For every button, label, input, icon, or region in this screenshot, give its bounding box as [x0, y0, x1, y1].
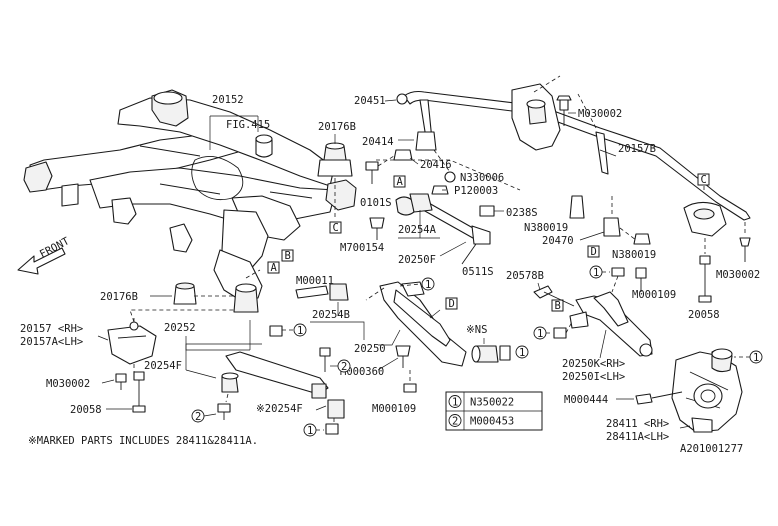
legend-part-1: N350022 [470, 397, 514, 409]
label-20414: 20414 [362, 136, 394, 148]
label-20157a-lh: 20157A<LH> [20, 336, 83, 348]
callout-c-left [329, 221, 342, 234]
part-20157b-trailing-link-bracket: M030002 20157B C M030002 20058 [511, 75, 760, 321]
svg-text:1: 1 [593, 267, 599, 279]
legend-circle-2 [448, 414, 462, 427]
legend-table: 1 N350022 2 M000453 [445, 391, 543, 431]
part-20157-bracket: 20157 <RH> 20157A<LH> M030002 20058 [20, 318, 157, 416]
svg-text:A: A [397, 176, 404, 188]
label-fig415: FIG.415 [226, 119, 270, 131]
part-ns-bushing: ※NS 1 [466, 324, 529, 363]
legend-part-2: M000453 [470, 416, 514, 428]
label-m000109-right: M000109 [632, 289, 676, 301]
label-20578b: 20578B [506, 270, 544, 282]
callout-d-upper [587, 245, 600, 258]
label-20254b: 20254B [312, 309, 350, 321]
label-p120003: P120003 [454, 185, 498, 197]
label-0511s: 0511S [462, 266, 494, 278]
label-20250f: 20250F [398, 254, 436, 266]
front-direction-arrow: FRONT [17, 235, 72, 275]
label-20176b-left: 20176B [100, 291, 138, 303]
label-0238s: 0238S [506, 207, 538, 219]
part-20451-stabilizer-bar: 20451 [354, 90, 751, 221]
svg-text:1: 1 [307, 425, 313, 437]
svg-text:1: 1 [537, 328, 543, 340]
part-20470-stabilizer-link: N380019 20470 D N380019 [524, 195, 656, 261]
part-20254a-lateral-link: A 0238S 0511S M700154 20254A 20250F [340, 175, 538, 278]
figure-id: A201001277 [680, 443, 743, 455]
part-20250k-upper-arm: B 20578B 1 M000109 1 20250K<RH> 20250I<L… [506, 265, 676, 383]
svg-text:B: B [285, 250, 291, 262]
label-m030002-top: M030002 [578, 108, 622, 120]
label-20058-right: 20058 [688, 309, 720, 321]
label-20254f: 20254F [144, 360, 182, 372]
stabilizer-hardware: 20414 20416 0101S N330006 P120003 [360, 131, 521, 209]
callout-b-right [551, 299, 564, 312]
label-n380019-b: N380019 [612, 249, 656, 261]
part-20254f-link: 20254F 2 2 ※20254F 1 [144, 343, 351, 437]
svg-text:1: 1 [753, 352, 759, 364]
subframe-labels: 20152 FIG.415 [209, 94, 270, 150]
svg-text:1: 1 [425, 279, 431, 291]
label-20250i-lh: 20250I<LH> [562, 371, 625, 383]
label-n330006: N330006 [460, 172, 504, 184]
label-20157-rh: 20157 <RH> [20, 323, 83, 335]
label-20254f-star: ※20254F [256, 403, 303, 415]
label-20250: 20250 [354, 343, 386, 355]
svg-text:B: B [555, 300, 561, 312]
label-28411-rh: 28411 <RH> [606, 418, 669, 430]
callout-c-right [697, 173, 710, 186]
circle-1-c [515, 345, 529, 359]
circle-1-b [421, 277, 435, 291]
label-0101s: 0101S [360, 197, 392, 209]
part-20250-lower-arm: 1 D 20250 M000360 M000109 [340, 277, 467, 415]
svg-text:A: A [271, 262, 278, 274]
part-20176b-top-mount: 20176B C [317, 121, 356, 234]
svg-text:C: C [333, 222, 339, 234]
part-20252-link-assembly: 20252 1 M00011 20254B [164, 275, 365, 351]
label-20470: 20470 [542, 235, 574, 247]
label-20416: 20416 [420, 159, 452, 171]
label-28411a-lh: 28411A<LH> [606, 431, 669, 443]
label-ns: ※NS [466, 324, 487, 336]
callout-a-left [267, 261, 280, 274]
svg-text:D: D [449, 298, 455, 310]
legend-circle-1 [448, 395, 462, 408]
label-20250k-rh: 20250K<RH> [562, 358, 625, 370]
label-20176b-top: 20176B [318, 121, 356, 133]
rear-subframe [23, 89, 357, 301]
svg-text:2: 2 [341, 361, 347, 373]
svg-text:1: 1 [297, 325, 303, 337]
callout-d-lower [445, 297, 458, 310]
label-20451: 20451 [354, 95, 386, 107]
part-20176b-left-mount: 20176B A B [100, 249, 294, 323]
label-20254a: 20254A [398, 224, 437, 236]
svg-text:1: 1 [519, 347, 525, 359]
label-20152: 20152 [212, 94, 244, 106]
svg-text:1: 1 [452, 397, 458, 409]
svg-text:2: 2 [195, 411, 201, 423]
label-n380019-a: N380019 [524, 222, 568, 234]
svg-text:C: C [701, 174, 707, 186]
label-m000109-mid: M000109 [372, 403, 416, 415]
callout-b-left [281, 249, 294, 262]
callout-a-upper [393, 175, 406, 188]
label-20157b: 20157B [618, 143, 656, 155]
part-28411-rear-housing: 1 M000444 28411 <RH> 28411A<LH> [564, 348, 763, 443]
label-20058-left: 20058 [70, 404, 102, 416]
label-m030002-left: M030002 [46, 378, 90, 390]
label-m000360: M000360 [340, 366, 384, 378]
svg-text:D: D [591, 246, 597, 258]
circle-1-a [293, 323, 307, 337]
label-m000011: M00011 [296, 275, 334, 287]
label-m000444: M000444 [564, 394, 608, 406]
label-m700154: M700154 [340, 242, 384, 254]
label-20252: 20252 [164, 322, 196, 334]
label-m030002-right: M030002 [716, 269, 760, 281]
footnote: ※MARKED PARTS INCLUDES 28411&28411A. [28, 435, 258, 447]
svg-text:2: 2 [452, 416, 458, 428]
